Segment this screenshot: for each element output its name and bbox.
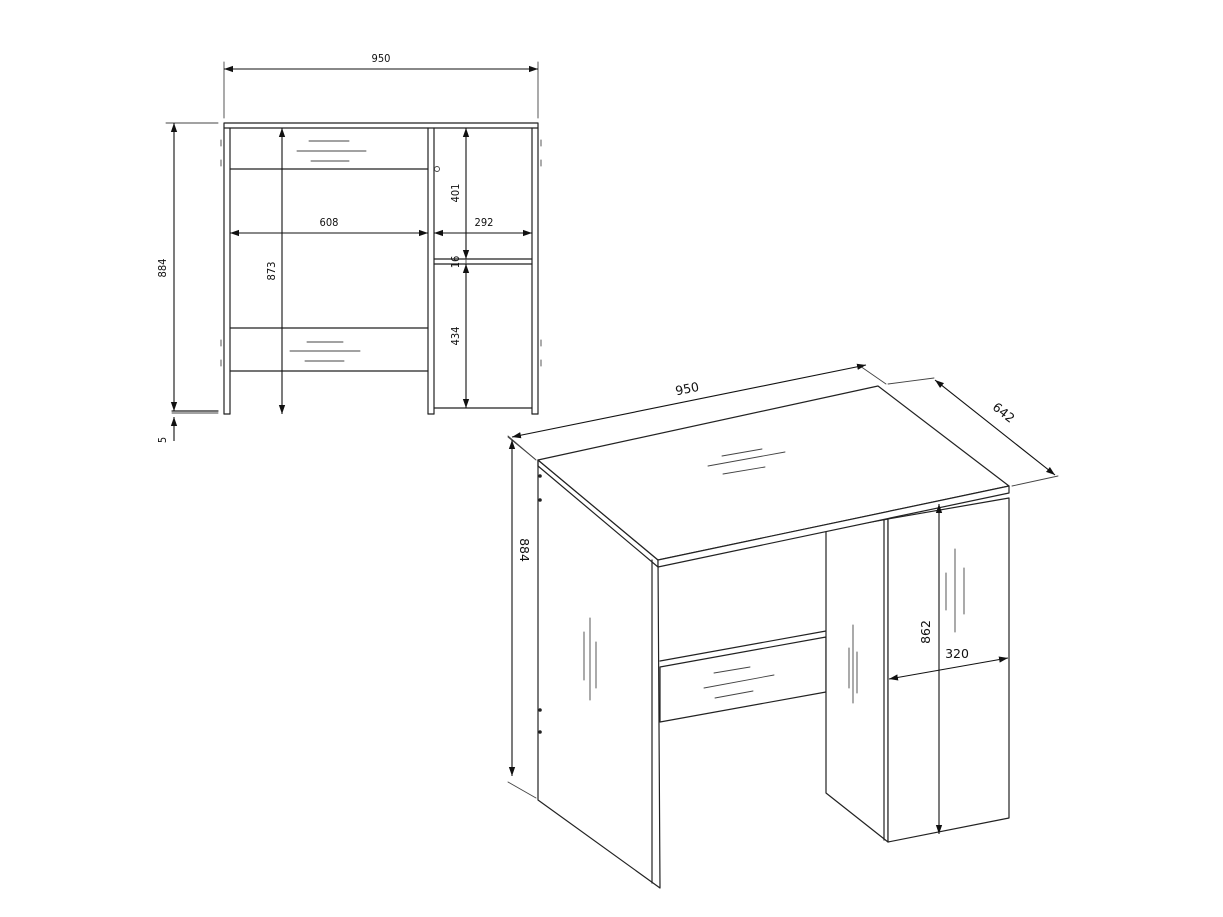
dim-front-height: 884 <box>156 122 219 411</box>
dim-cabinet-width: 292 <box>434 216 532 237</box>
label-lower-compartment: 434 <box>449 327 462 346</box>
iso-modesty-panel <box>659 636 827 723</box>
iso-desktop-edge <box>657 485 1010 568</box>
label-inner-height: 873 <box>265 262 278 281</box>
label-foot-height: 5 <box>156 437 169 443</box>
label-shelf-thickness: 16 <box>449 256 462 269</box>
dim-inner-height: 873 <box>265 128 286 414</box>
label-iso-height: 884 <box>517 538 532 562</box>
iso-grain-marks <box>583 448 965 704</box>
dim-iso-door-width: 320 <box>888 646 1009 681</box>
front-desk-outline <box>171 122 542 415</box>
dim-upper-compartment: 401 <box>449 128 470 259</box>
label-front-height: 884 <box>156 259 169 278</box>
label-iso-depth: 642 <box>990 399 1018 426</box>
dim-knee-width: 608 <box>230 216 428 237</box>
dim-lower-compartment: 434 <box>449 264 470 408</box>
label-iso-door-height: 862 <box>918 620 933 644</box>
label-iso-door-width: 320 <box>945 646 969 661</box>
label-upper-compartment: 401 <box>449 184 462 203</box>
dim-iso-height: 884 <box>507 435 537 799</box>
dim-iso-width: 950 <box>507 363 887 460</box>
iso-cabinet-door <box>887 497 1010 843</box>
dim-foot-height: 5 <box>156 417 178 443</box>
label-front-width: 950 <box>372 52 391 65</box>
iso-pin-marks <box>538 474 542 734</box>
label-cabinet-width: 292 <box>475 216 494 229</box>
dim-shelf-thickness: 16 <box>449 256 467 269</box>
label-knee-width: 608 <box>320 216 339 229</box>
front-view: 950 884 5 873 608 292 <box>156 52 542 443</box>
front-grain-marks <box>289 140 367 362</box>
iso-view: 950 642 884 862 320 <box>507 363 1059 889</box>
label-iso-width: 950 <box>674 379 700 398</box>
dim-front-width: 950 <box>223 52 539 119</box>
